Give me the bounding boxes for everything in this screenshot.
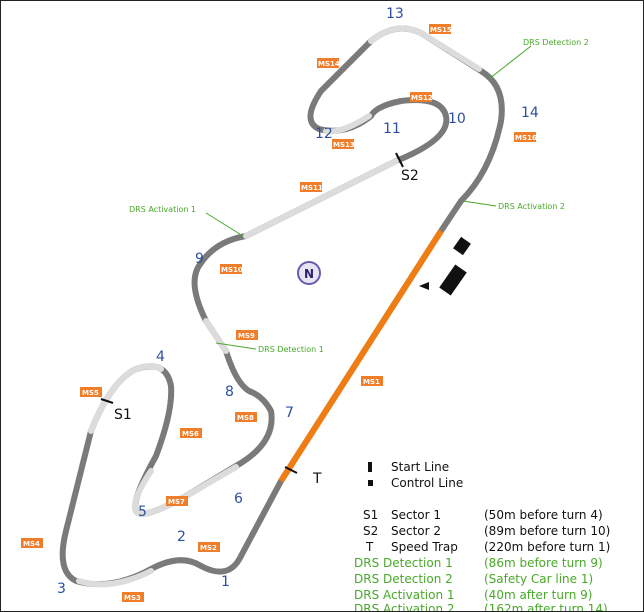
svg-text:T: T — [365, 540, 374, 554]
ms2: MS2 — [200, 544, 217, 552]
turn-3: 3 — [57, 581, 66, 597]
turn-6: 6 — [234, 491, 243, 507]
svg-text:(89m before turn 10): (89m before turn 10) — [484, 524, 610, 538]
legend-drs-act2: DRS Activation 2 — [354, 602, 455, 611]
turn-10: 10 — [448, 111, 466, 127]
drs-activation-2-label: DRS Activation 2 — [498, 202, 565, 211]
legend-drs-det2: DRS Detection 2 — [354, 572, 453, 586]
ms8: MS8 — [237, 414, 254, 422]
legend-sector1: Sector 1 — [391, 508, 441, 522]
legend-start-line: Start Line — [391, 460, 449, 474]
legend-drs-det1: DRS Detection 1 — [354, 556, 453, 570]
ms11: MS11 — [301, 184, 323, 192]
svg-text:(50m before turn 4): (50m before turn 4) — [484, 508, 603, 522]
north-compass-icon — [297, 261, 321, 285]
turn-4: 4 — [156, 349, 165, 365]
speed-trap-marker: T — [312, 471, 322, 487]
drs-activation-1-label: DRS Activation 1 — [129, 205, 196, 214]
north-label: N — [304, 267, 314, 281]
legend-control-line: Control Line — [391, 476, 463, 490]
start-grid-icon — [419, 236, 471, 296]
sector1-marker: S1 — [114, 407, 132, 423]
svg-text:(Safety Car line 1): (Safety Car line 1) — [484, 572, 593, 586]
sector2-line — [395, 152, 404, 168]
ms1: MS1 — [363, 378, 380, 386]
legend-drs-act1: DRS Activation 1 — [354, 588, 455, 602]
ms5: MS5 — [82, 389, 99, 397]
sector2-marker: S2 — [401, 168, 419, 184]
svg-text:(220m before turn 1): (220m before turn 1) — [484, 540, 610, 554]
turn-12: 12 — [315, 126, 333, 142]
turn-7: 7 — [285, 405, 294, 421]
ms14: MS14 — [318, 60, 340, 68]
turn-5: 5 — [138, 504, 147, 520]
ms13: MS13 — [333, 141, 355, 149]
svg-text:S2: S2 — [363, 524, 378, 538]
ms3: MS3 — [124, 594, 141, 602]
speed-trap-line — [284, 466, 298, 474]
track — [59, 25, 505, 588]
turn-1: 1 — [221, 574, 230, 590]
legend-sector2: Sector 2 — [391, 524, 441, 538]
svg-text:(162m after turn 14): (162m after turn 14) — [484, 602, 608, 611]
ms15: MS15 — [430, 26, 452, 34]
ms4: MS4 — [23, 540, 40, 548]
ms10: MS10 — [221, 266, 243, 274]
sector1-line — [100, 398, 114, 404]
svg-text:(40m after turn 9): (40m after turn 9) — [484, 588, 592, 602]
ms7: MS7 — [168, 498, 185, 506]
turn-11: 11 — [383, 121, 401, 137]
ms16: MS16 — [515, 134, 537, 142]
legend-speed-trap: Speed Trap — [391, 540, 458, 554]
main-straight — [278, 229, 444, 483]
ms6: MS6 — [182, 430, 199, 438]
ms9: MS9 — [238, 332, 255, 340]
ms12: MS12 — [411, 94, 433, 102]
drs-detection-2-label: DRS Detection 2 — [523, 38, 589, 47]
svg-text:S1: S1 — [363, 508, 378, 522]
turn-2: 2 — [177, 529, 186, 545]
turn-9: 9 — [195, 251, 204, 267]
turn-14: 14 — [521, 105, 539, 121]
turn-13: 13 — [386, 6, 404, 22]
svg-text:(86m before turn 9): (86m before turn 9) — [484, 556, 603, 570]
drs-detection-1-label: DRS Detection 1 — [258, 345, 324, 354]
turn-8: 8 — [225, 384, 234, 400]
